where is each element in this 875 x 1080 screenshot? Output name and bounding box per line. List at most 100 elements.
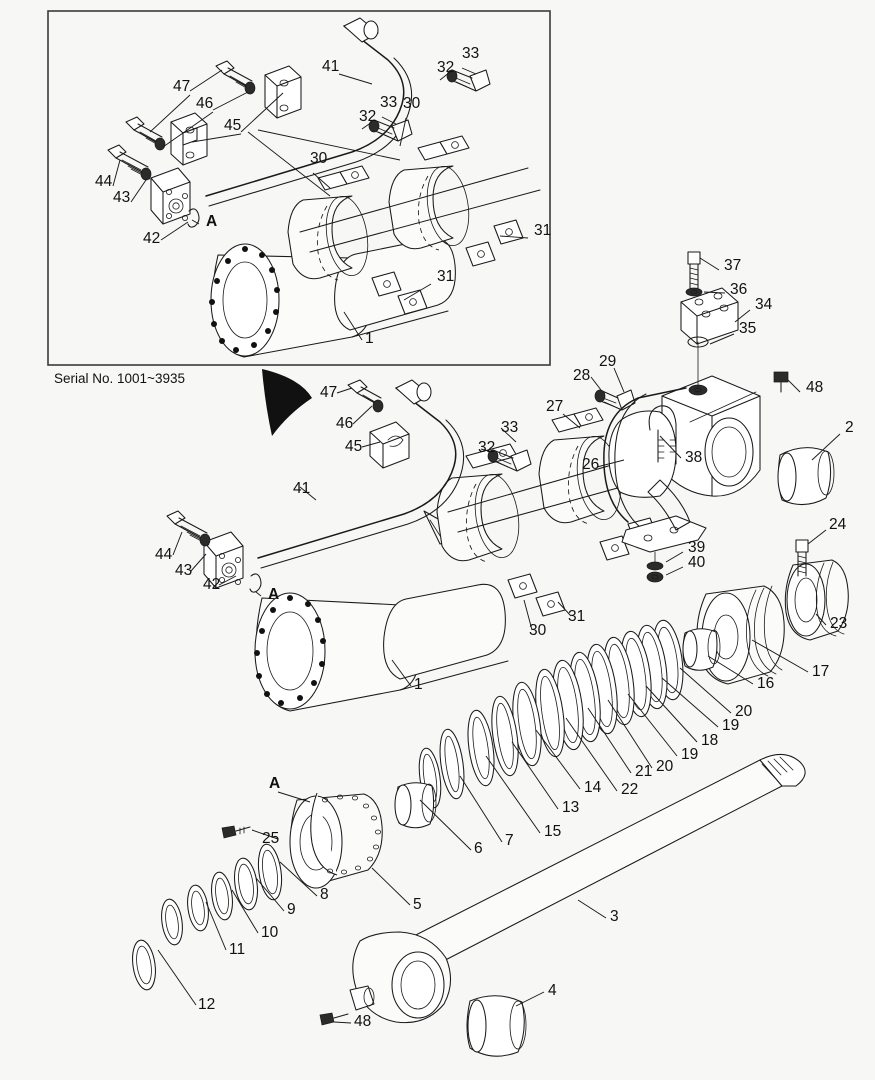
inset-clamp-band-right — [388, 165, 454, 250]
callout-label: 33 — [380, 94, 397, 111]
callout-label: 14 — [584, 779, 602, 796]
callout-label: 41 — [293, 480, 310, 497]
callout-label: 3 — [610, 908, 619, 925]
callout-label: 17 — [812, 663, 829, 680]
inset-assembly — [107, 17, 541, 358]
callout-label: 7 — [505, 832, 514, 849]
callout-label: 45 — [224, 117, 241, 134]
main-bolt-33 — [487, 449, 532, 472]
callout-label: 26 — [582, 456, 599, 473]
main-clamp-band-26 — [538, 435, 605, 524]
callout-label: 46 — [196, 95, 213, 112]
inset-bolt-33a — [446, 69, 491, 92]
main-callout-labels: 47 46 45 41 44 43 42 A 32 33 27 26 28 29… — [155, 257, 854, 1030]
inset-clamp-block-45b — [264, 65, 302, 119]
callout-label: 1 — [414, 676, 423, 693]
bushing-2-bore — [817, 450, 835, 496]
u-bolt-threads — [657, 439, 677, 459]
callout-label: 31 — [437, 268, 454, 285]
callout-label: 30 — [403, 95, 421, 112]
crescent-pointer — [262, 369, 312, 436]
main-bolt-47 — [347, 379, 384, 413]
main-tube-section — [383, 583, 506, 680]
callout-label-A: A — [206, 213, 217, 230]
callout-label: 10 — [261, 924, 279, 941]
callout-label: 31 — [568, 608, 585, 625]
callout-label: 32 — [359, 108, 376, 125]
set-screw-24 — [795, 539, 809, 577]
callout-label: 23 — [830, 615, 847, 632]
callout-label: 4 — [548, 982, 557, 999]
callout-label: 45 — [345, 438, 362, 455]
main-flange-block — [203, 531, 244, 589]
callout-label: 18 — [701, 732, 718, 749]
callout-label: 13 — [562, 799, 579, 816]
main-leads — [157, 257, 841, 1024]
cylinder-head-5 — [289, 792, 383, 889]
lead-48-target — [689, 391, 757, 423]
callout-label: 21 — [635, 763, 652, 780]
callout-label: 43 — [175, 562, 192, 579]
valve-port-bore — [711, 426, 747, 478]
callout-label: 44 — [95, 173, 113, 190]
rod-eye-boss-hole — [363, 987, 375, 1007]
main-assembly — [132, 251, 849, 1057]
callout-label: 24 — [829, 516, 847, 533]
callout-label: 38 — [685, 449, 702, 466]
hose-loop — [603, 387, 687, 523]
main-bolt-holes — [254, 595, 326, 706]
main-pipe-41-edge — [260, 419, 465, 569]
inset-leads — [112, 67, 529, 341]
valve-barrel — [608, 410, 677, 498]
callout-label: 27 — [546, 398, 563, 415]
callout-label: 34 — [755, 296, 773, 313]
inset-bolt-47-mid — [125, 116, 166, 151]
inset-clamp-hidden-right — [418, 175, 440, 251]
callout-label: 6 — [474, 840, 483, 857]
rod-threads — [761, 756, 794, 779]
inset-cylinder-bore — [222, 261, 268, 339]
callout-label: 8 — [320, 886, 329, 903]
callout-label: 35 — [739, 320, 756, 337]
inset-clamp-hidden-left — [317, 205, 339, 281]
inset-clamp-band-left — [287, 195, 353, 280]
spacer-16-bore — [707, 629, 721, 665]
callout-label: 44 — [155, 546, 173, 563]
bushing-4-bore — [509, 1000, 527, 1050]
callout-label: 47 — [320, 384, 337, 401]
callout-label: 36 — [730, 281, 747, 298]
callout-label: 30 — [310, 150, 328, 167]
inset-lead-45b-pipe — [257, 129, 401, 161]
bushing-6-bore — [421, 783, 437, 823]
nut-40 — [646, 571, 664, 583]
main-clamp-block-45 — [369, 421, 410, 469]
washer-39 — [646, 561, 664, 571]
callout-label: 33 — [462, 45, 479, 62]
inset-pipe-end — [363, 20, 379, 40]
main-clamp-inner-left — [474, 473, 520, 559]
inset-panel-border — [47, 10, 551, 366]
callout-label: 29 — [599, 353, 616, 370]
spacer-16-end — [682, 630, 698, 668]
inset-pipe-41-edge — [208, 57, 413, 207]
hose-loop-edge — [614, 393, 647, 529]
callout-label: 1 — [365, 330, 374, 347]
bushing-4-end — [467, 999, 487, 1053]
callout-label: 43 — [113, 189, 130, 206]
inset-clamp-block-45a — [170, 112, 208, 166]
inset-clamp-inner-left — [325, 195, 369, 277]
inset-bolt-holes — [209, 246, 280, 353]
callout-label: 33 — [501, 419, 518, 436]
main-clamp-band-left — [436, 473, 503, 562]
callout-label: 19 — [722, 717, 739, 734]
manifold-block-34 — [680, 287, 739, 345]
callout-label: 47 — [173, 78, 190, 95]
callout-label: 48 — [806, 379, 823, 396]
callout-label: 5 — [413, 896, 422, 913]
rod-thread-end — [759, 753, 806, 787]
callout-label-A: A — [269, 775, 280, 792]
callout-label: 32 — [437, 59, 454, 76]
inset-oring-42 — [187, 208, 200, 228]
inset-bolt-47-top — [215, 60, 256, 95]
